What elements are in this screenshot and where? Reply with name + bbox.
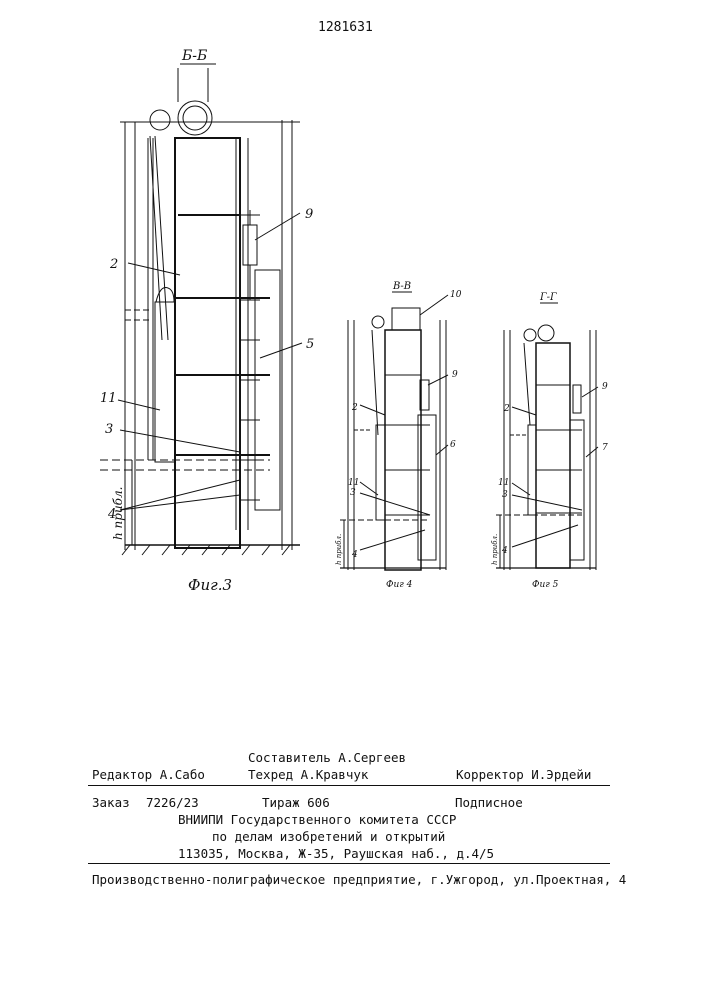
figure-4-label-4: 4 (351, 550, 358, 560)
compiler: Составитель А.Сергеев (248, 750, 406, 765)
figure-5-h-label: h прибл. (491, 534, 499, 565)
figure-3-label-5: 5 (306, 337, 314, 352)
figure-4-label-11: 11 (348, 478, 359, 488)
order-label: Заказ (92, 795, 130, 810)
address: 113035, Москва, Ж-35, Раушская наб., д.4… (178, 846, 494, 861)
divider-1 (88, 785, 610, 786)
figure-4-caption: Фиг 4 (386, 580, 413, 590)
subscription: Подписное (455, 795, 523, 810)
figure-3-caption: Фиг.3 (188, 576, 232, 594)
figure-5-label-2: 2 (503, 404, 510, 414)
org-line2: по делам изобретений и открытий (212, 829, 445, 844)
figure-4-label-9: 9 (452, 370, 458, 380)
editor: Редактор А.Сабо (92, 767, 205, 782)
printer: Производственно-полиграфическое предприя… (92, 872, 626, 887)
order-number: 7226/23 (146, 795, 199, 810)
figure-4-h-label: h прибл. (335, 534, 343, 565)
techred: Техред А.Кравчук (248, 767, 368, 782)
figure-3-label-2: 2 (109, 257, 118, 272)
figure-5-label-3: 3 (502, 490, 508, 500)
figure-3-label-9: 9 (305, 207, 313, 222)
figure-3-label-3: 3 (105, 422, 113, 437)
figure-5-label-9: 9 (602, 382, 608, 392)
patent-number: 1281631 (318, 20, 373, 35)
figure-4-label-10: 10 (450, 290, 462, 300)
figure-4-label-6: 6 (450, 440, 456, 450)
corrector: Корректор И.Эрдейи (456, 767, 591, 782)
figure-5-section: Г-Г (539, 292, 557, 303)
figure-4-label-3: 3 (350, 488, 356, 498)
figure-5-label-7: 7 (602, 443, 608, 453)
org-line1: ВНИИПИ Государственного комитета СССР (178, 812, 456, 827)
figure-4-drawing: В-В 10 9 2 6 11 3 4 h прибл. Фиг 4 (330, 275, 490, 605)
figure-3-label-11: 11 (100, 391, 117, 406)
figure-5-label-4: 4 (501, 546, 508, 556)
divider-2 (88, 863, 610, 864)
figure-5-drawing: Г-Г 9 2 7 11 3 4 h прибл. Фиг 5 (490, 285, 620, 605)
figure-4-section: В-В (392, 281, 411, 292)
figure-5-caption: Фиг 5 (532, 580, 559, 590)
figure-3-drawing: Б-Б 2 9 5 11 3 4 h прибл. Фиг.3 (100, 40, 330, 600)
figure-3-section: Б-Б (181, 48, 207, 64)
print-run: Тираж 606 (262, 795, 330, 810)
figure-5-label-11: 11 (498, 478, 509, 488)
figure-4-label-2: 2 (351, 403, 358, 413)
figure-3-h-label: h прибл. (111, 487, 125, 540)
